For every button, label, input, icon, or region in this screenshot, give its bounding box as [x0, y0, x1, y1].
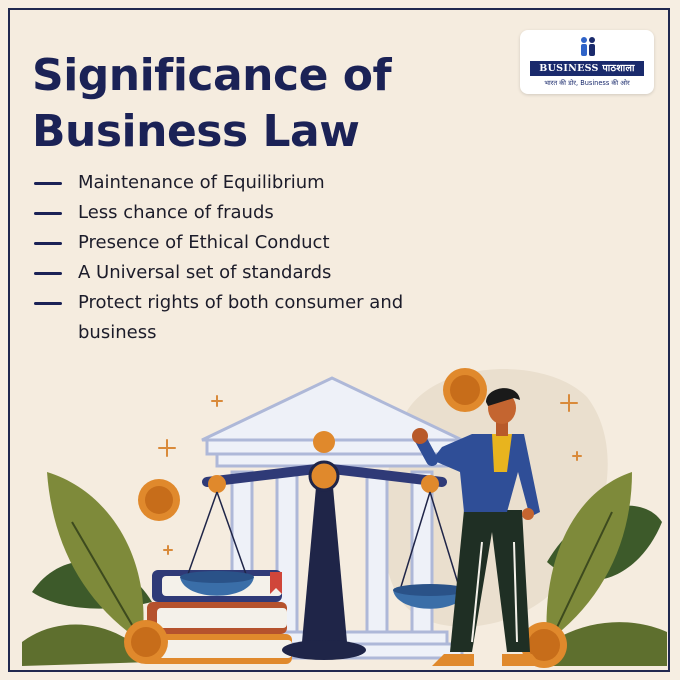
list-item-text: Maintenance of Equilibrium [78, 172, 325, 193]
dash-bullet-icon [34, 182, 62, 185]
post-frame: Significance of Business Law Maintenance… [8, 8, 670, 672]
list-item: Maintenance of Equilibrium [32, 168, 408, 198]
list-item-text: Less chance of frauds [78, 202, 274, 223]
list-item: Less chance of frauds [32, 198, 408, 228]
presenter-person [412, 388, 542, 666]
balance-scale-icon [180, 431, 467, 660]
sparkle-plus-icon [158, 394, 582, 555]
significance-list: Maintenance of Equilibrium Less chance o… [32, 168, 408, 348]
business-law-illustration [22, 368, 667, 668]
dash-bullet-icon [34, 302, 62, 305]
list-item-text: Protect rights of both consumer and busi… [78, 292, 404, 343]
page-title: Significance of Business Law [32, 48, 392, 160]
dash-bullet-icon [34, 272, 62, 275]
list-item-text: A Universal set of standards [78, 262, 332, 283]
title-line-2: Business Law [32, 106, 360, 157]
dash-bullet-icon [34, 242, 62, 245]
logo-brand-name: BUSINESS पाठशाला [530, 61, 644, 76]
people-icon [581, 37, 595, 56]
leaf-plant-icon-right [522, 472, 667, 666]
title-line-1: Significance of [32, 50, 392, 101]
list-item: Presence of Ethical Conduct [32, 228, 408, 258]
leaf-plant-icon-left [22, 472, 152, 666]
logo-tagline: भारत की डोर, Business की ओर [544, 79, 630, 87]
dash-bullet-icon [34, 212, 62, 215]
list-item-text: Presence of Ethical Conduct [78, 232, 330, 253]
list-item: A Universal set of standards [32, 258, 408, 288]
list-item: Protect rights of both consumer and busi… [32, 288, 408, 348]
coin-icon [124, 368, 567, 668]
brand-logo: BUSINESS पाठशाला भारत की डोर, Business क… [520, 30, 654, 94]
